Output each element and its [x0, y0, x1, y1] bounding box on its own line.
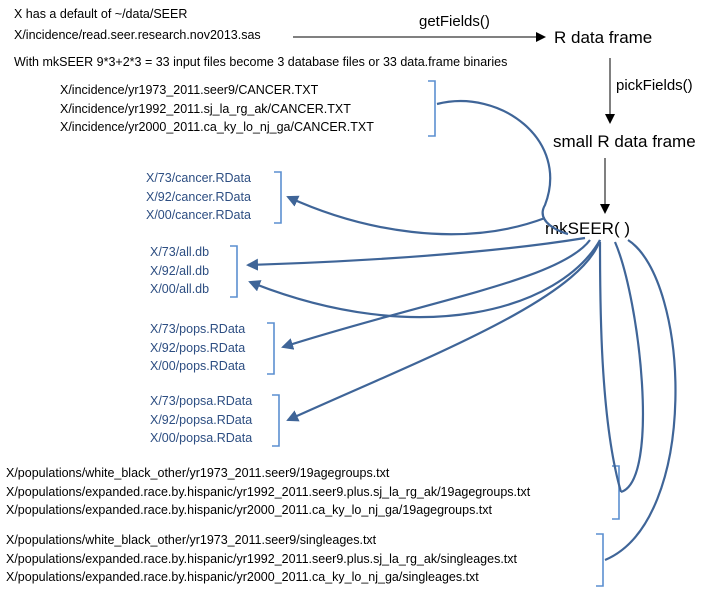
curve-to-cancer-rdata: [286, 195, 546, 236]
r-data-frame-label: R data frame: [554, 28, 653, 47]
population-singleages-list: X/populations/white_black_other/yr1973_2…: [6, 531, 517, 587]
cancer-txt-list: X/incidence/yr1973_2011.seer9/CANCER.TXT…: [60, 81, 374, 137]
population-19agegroups-list: X/populations/white_black_other/yr1973_2…: [6, 464, 530, 520]
pops-rdata-list: X/73/pops.RData X/92/pops.RData X/00/pop…: [150, 320, 245, 376]
list-item: X/incidence/yr1992_2011.sj_la_rg_ak/CANC…: [60, 101, 351, 116]
list-item: X/00/popsa.RData: [150, 431, 253, 445]
curve-to-pops: [281, 239, 591, 350]
list-item: X/73/pops.RData: [150, 322, 246, 336]
curve-cancer-to-mkseer: [436, 99, 569, 236]
bracket-cancer-txt: [428, 80, 436, 137]
list-item: X/populations/expanded.race.by.hispanic/…: [6, 551, 517, 566]
list-item: X/92/all.db: [150, 263, 210, 278]
getfields-label: getFields(): [419, 13, 490, 30]
curve-to-db-2: [248, 239, 601, 319]
bracket-single: [596, 533, 604, 587]
list-item: X/92/pops.RData: [150, 340, 246, 355]
list-item: X/populations/white_black_other/yr1973_2…: [6, 466, 390, 480]
list-item: X/00/cancer.RData: [146, 208, 251, 222]
curve-pop19-to-mkseer: [598, 241, 623, 493]
list-item: X/73/popsa.RData: [150, 394, 253, 408]
list-item: X/populations/expanded.race.by.hispanic/…: [6, 503, 492, 517]
sas-file-path: X/incidence/read.seer.research.nov2013.s…: [14, 28, 261, 42]
popsa-rdata-list: X/73/popsa.RData X/92/popsa.RData X/00/p…: [150, 392, 252, 448]
default-path-note: X has a default of ~/data/SEER: [14, 7, 188, 21]
cancer-rdata-list: X/73/cancer.RData X/92/cancer.RData X/00…: [146, 169, 251, 225]
list-item: X/populations/expanded.race.by.hispanic/…: [6, 484, 531, 499]
bracket-db: [230, 245, 238, 298]
pickfields-label: pickFields(): [616, 77, 693, 94]
bracket-rdata-cancer: [274, 171, 282, 224]
list-item: X/73/all.db: [150, 245, 210, 259]
bracket-pops: [267, 322, 275, 375]
list-item: X/00/pops.RData: [150, 359, 246, 373]
list-item: X/incidence/yr2000_2011.ca_ky_lo_nj_ga/C…: [60, 120, 374, 134]
list-item: X/73/cancer.RData: [146, 171, 251, 185]
list-item: X/92/cancer.RData: [146, 189, 251, 204]
curve-to-popsa: [286, 239, 602, 422]
curve-single-to-mkseer: [604, 239, 677, 562]
small-r-data-frame-label: small R data frame: [553, 132, 696, 151]
list-item: X/00/all.db: [150, 282, 210, 296]
list-item: X/92/popsa.RData: [150, 412, 253, 427]
curve-to-db-1: [246, 236, 586, 271]
curve-pop19-loop: [613, 241, 645, 494]
file-count-note: With mkSEER 9*3+2*3 = 33 input files bec…: [14, 55, 508, 69]
bracket-popsa: [272, 394, 280, 447]
database-files-list: X/73/all.db X/92/all.db X/00/all.db: [150, 243, 209, 299]
list-item: X/populations/white_black_other/yr1973_2…: [6, 533, 377, 547]
list-item: X/populations/expanded.race.by.hispanic/…: [6, 570, 479, 584]
list-item: X/incidence/yr1973_2011.seer9/CANCER.TXT: [60, 83, 319, 97]
